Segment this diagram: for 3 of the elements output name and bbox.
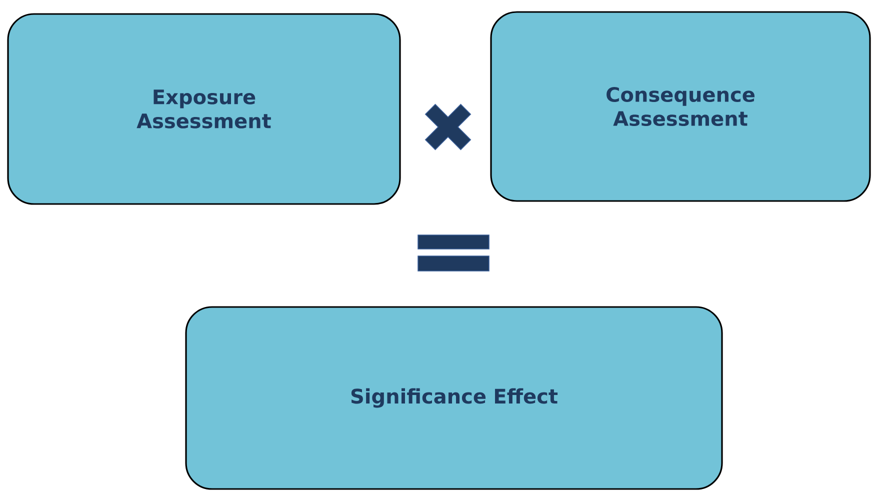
process-box: Significance Effect <box>185 306 723 490</box>
process-box: Exposure Assessment <box>7 13 401 205</box>
process-box: Consequence Assessment <box>490 11 871 202</box>
